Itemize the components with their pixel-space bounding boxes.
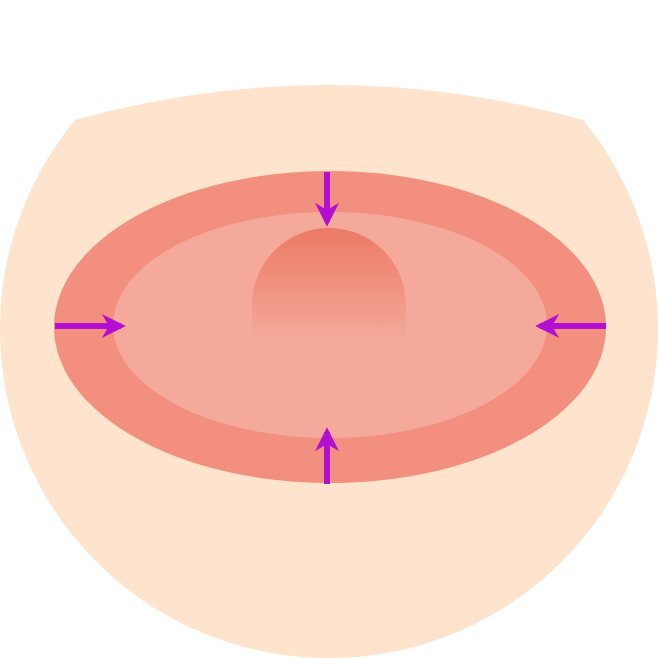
arrows — [55, 172, 606, 484]
central-bump — [252, 228, 406, 340]
